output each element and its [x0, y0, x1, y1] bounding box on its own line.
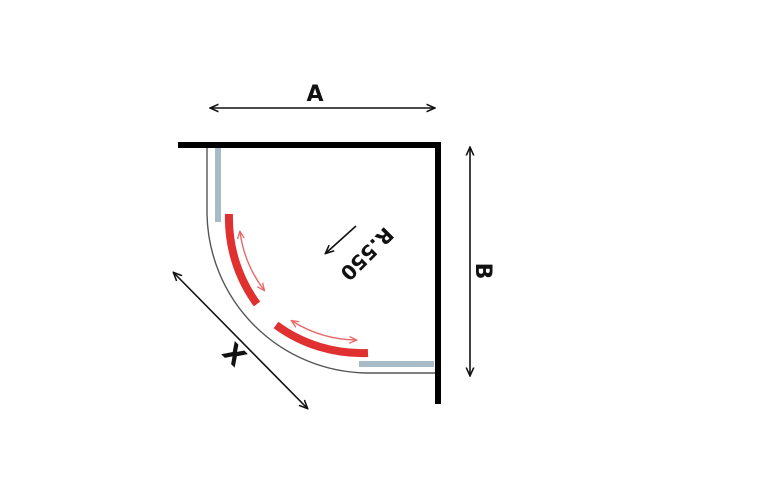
radius-label: R.550 — [335, 222, 398, 285]
sliding-door-right — [273, 321, 369, 358]
sliding-door-left — [224, 213, 261, 307]
dimension-arrow-x — [174, 273, 307, 408]
tray-outline — [206, 146, 438, 374]
dimension-label-x: X — [216, 338, 251, 373]
dimension-label-b: B — [470, 263, 495, 280]
radius-arrow — [326, 225, 357, 253]
corner-walls — [178, 142, 441, 404]
dimension-label-a: A — [306, 82, 323, 107]
